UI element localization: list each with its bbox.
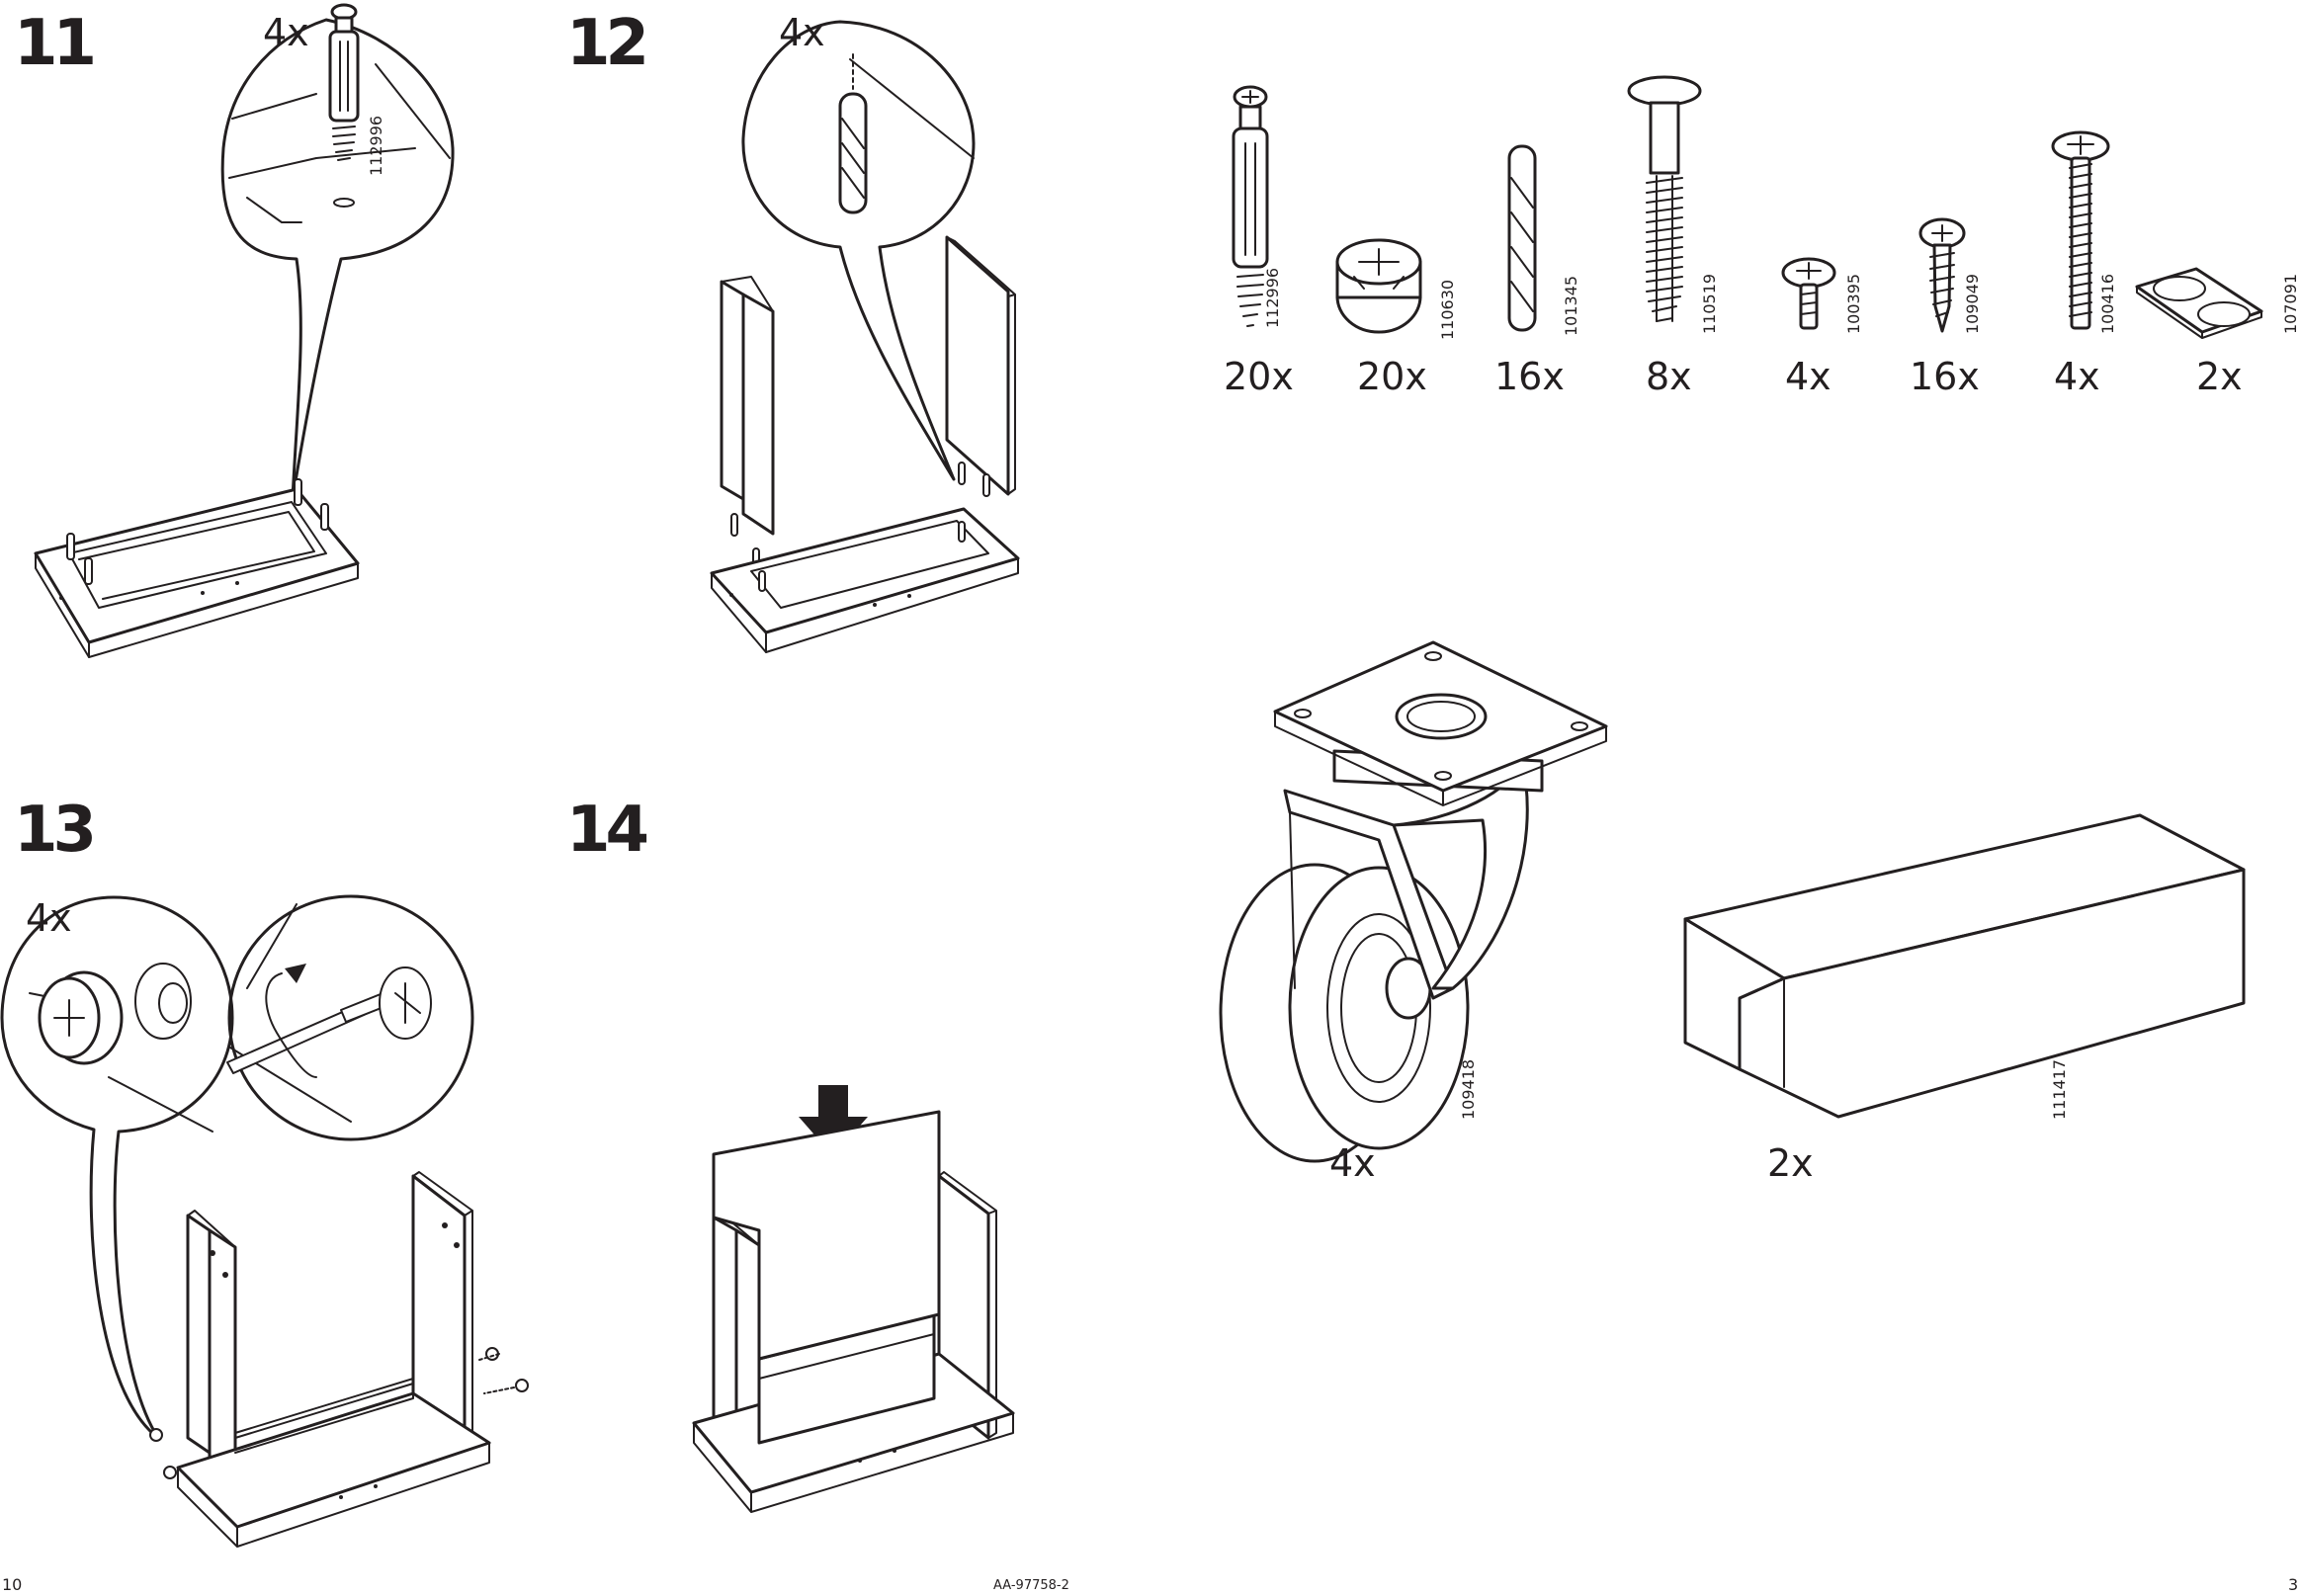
handle-bar-icon [1683,813,2246,1119]
step-11-callout-qty: 4x [263,11,309,54]
document-code: AA-97758-2 [993,1578,1069,1593]
step-number-14: 14 [566,794,649,867]
part-qty-109049: 16x [1910,355,1980,398]
part-qty-110630: 20x [1357,355,1427,398]
step-12-illustration [710,20,1020,653]
cam-bolt-icon [1232,85,1269,327]
wood-dowel-icon [1507,144,1537,332]
part-qty-110519: 8x [1646,355,1692,398]
step-number-11: 11 [14,7,97,80]
step-12-callout-qty: 4x [779,11,825,54]
part-qty-109418: 4x [1329,1141,1376,1185]
dowel-callout-icon [838,92,868,214]
part-qty-111417: 2x [1767,1141,1814,1185]
step-13-callout-qty: 4x [26,896,72,940]
part-qty-100416: 4x [2054,355,2100,398]
page-number-right: 3 [2288,1575,2299,1594]
shelf-pin-icon [1627,75,1702,322]
part-number-109418: 109418 [1459,1058,1478,1120]
step-number-13: 13 [14,794,97,867]
long-screw-icon [2051,130,2110,330]
step-11-illustration [34,3,455,658]
part-qty-100395: 4x [1785,355,1831,398]
step-13-illustration [0,894,529,1548]
felt-pad-icon [2135,267,2263,339]
part-qty-101345: 16x [1494,355,1565,398]
step-number-12: 12 [566,7,649,80]
cam-lock-callout-icon [38,963,192,1065]
page-number-left: 10 [2,1575,23,1594]
fittings-illustrations [1232,75,2263,339]
caster-wheel-icon [1219,640,1608,1163]
wood-screw-icon [1918,217,1966,333]
part-qty-107091: 2x [2196,355,2243,398]
cam-bolt-callout-icon [328,3,360,208]
short-screw-icon [1781,257,1836,330]
step-14-illustration [692,1085,1015,1513]
cam-lock-icon [1335,238,1422,334]
part-number-111417: 111417 [2050,1058,2069,1120]
large-parts-illustrations [1219,640,2246,1163]
screwdriver-callout-icon [226,964,432,1078]
part-qty-112996: 20x [1224,355,1294,398]
push-down-arrow-icon [799,1085,868,1156]
